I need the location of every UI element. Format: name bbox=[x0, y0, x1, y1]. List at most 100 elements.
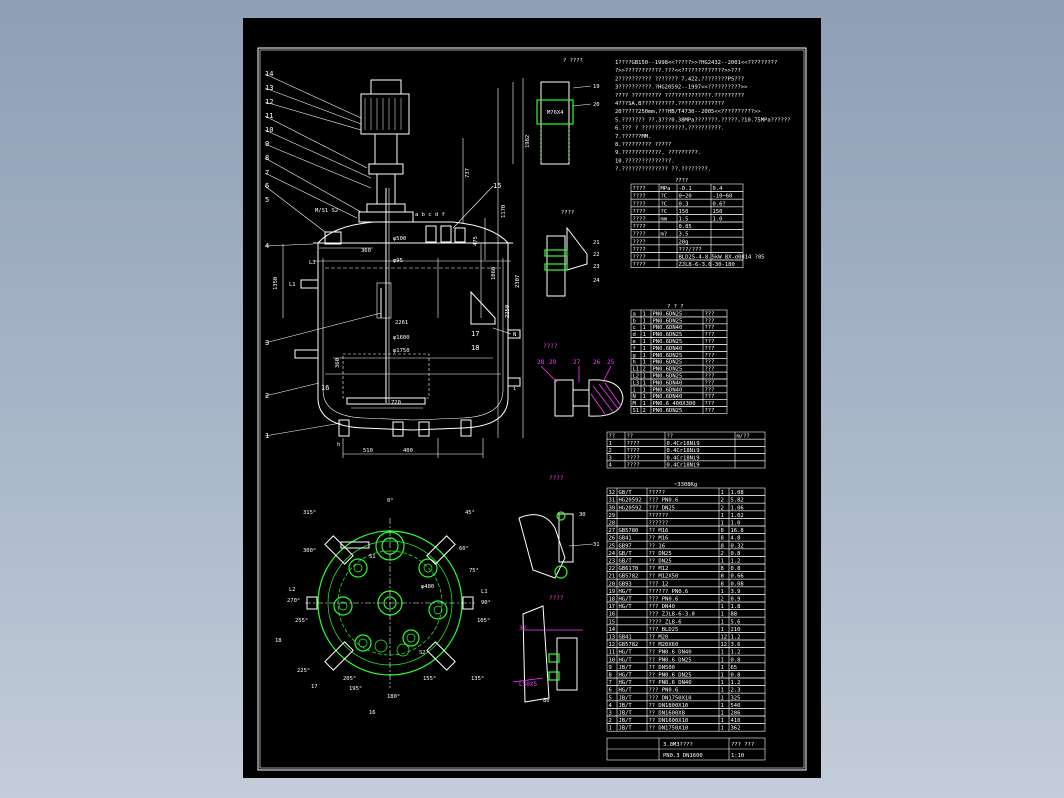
parts-table-cell: ??? DN1750X10 bbox=[649, 695, 692, 701]
tech-table-cell: ???? bbox=[633, 262, 646, 268]
parts-table-cell: 15 bbox=[609, 619, 616, 625]
nozzle-table-cell: ??? bbox=[705, 374, 715, 380]
nozzle-table-cell: 1 bbox=[643, 394, 646, 400]
angle-45: 45° bbox=[465, 510, 475, 516]
parts-table-cell: 30 bbox=[609, 505, 616, 511]
det5-title: ???? bbox=[549, 595, 564, 602]
tech-table-cell: ?C bbox=[661, 209, 668, 215]
parts-table-cell: 410 bbox=[731, 718, 741, 724]
parts-table-cell: 13 bbox=[609, 635, 616, 641]
note-line: 10.??????????????. bbox=[615, 158, 675, 164]
angle-205: 205° bbox=[343, 676, 356, 682]
parts-table-cell: 65 bbox=[731, 665, 738, 671]
tech-table-cell: ???? bbox=[633, 209, 646, 215]
parts-table-cell: 3.9 bbox=[731, 589, 741, 595]
nozzle-table-cell: PN0.6DN40 bbox=[653, 387, 683, 393]
nozzle-table-cell: ??? bbox=[705, 408, 715, 414]
title-block-scale: 1:10 bbox=[731, 753, 744, 759]
parts-table-cell: 29 bbox=[609, 513, 616, 519]
det4-label-30: 30 bbox=[579, 512, 586, 518]
tech-table-cell: ???? bbox=[633, 186, 646, 192]
parts-table-cell: ?? PN0.6 DN40 bbox=[649, 650, 692, 656]
note-line: 2?????????? ??????? 7,422,????????PS??? bbox=[615, 76, 744, 82]
nozzle-table-cell: PN0.6DN40 bbox=[653, 380, 683, 386]
cad-drawing: 14 13 12 11 10 9 8 7 6 5 4 3 2 1 15 16 1… bbox=[257, 47, 807, 771]
parts-table-cell: 19 bbox=[609, 589, 616, 595]
parts-table-cell: 1.0 bbox=[731, 521, 741, 527]
nozzle-table-cell: PN0.6DN40 bbox=[653, 394, 683, 400]
nozzle-table-cell: ??? bbox=[705, 401, 715, 407]
small-table-cell: 0.4Cr18Ni9 bbox=[667, 441, 700, 447]
label-L3: L3 bbox=[309, 260, 316, 266]
nozzle-table-cell: ??? bbox=[705, 346, 715, 352]
angle-300: 300° bbox=[303, 548, 316, 554]
callout-11: 11 bbox=[265, 112, 273, 120]
callout-15: 15 bbox=[493, 182, 501, 190]
parts-table-cell: 8 bbox=[609, 673, 612, 679]
nozzle-table-cell: ??? bbox=[705, 380, 715, 386]
parts-table-cell: 1.08 bbox=[731, 490, 744, 496]
parts-table-cell: 540 bbox=[731, 703, 741, 709]
nozzle-table-cell: PN0.6 400X300 bbox=[653, 401, 696, 407]
nozzle-table-cell: 1 bbox=[643, 401, 646, 407]
plan-label-17: 17 bbox=[311, 684, 318, 690]
detail-4: ???? 31 30 bbox=[518, 475, 600, 579]
angle-155: 155° bbox=[423, 676, 436, 682]
tech-table-cell: ???? bbox=[633, 217, 646, 223]
angle-180: 180° bbox=[387, 694, 400, 700]
note-line: 9.????????????, ?????????. bbox=[615, 150, 701, 156]
dim-400: 400 bbox=[403, 448, 413, 454]
det1-title: ? ???? bbox=[563, 58, 583, 64]
dim-360: 360 bbox=[361, 248, 371, 254]
dim-phi500: φ500 bbox=[393, 236, 406, 242]
parts-table-cell: 1 bbox=[721, 657, 724, 663]
parts-table-cell: 1 bbox=[721, 612, 724, 618]
parts-table-cell: HG/T bbox=[619, 688, 633, 694]
parts-table-cell: 8 bbox=[721, 536, 724, 542]
parts-table-cell: 1.2 bbox=[731, 559, 741, 565]
nozzle-table-cell: 2 bbox=[643, 367, 646, 373]
tech-table-cell: ?C bbox=[661, 194, 668, 200]
title-block: 3.0M3???? PN0.3 DN1600 ??? ??? 1:10 bbox=[606, 737, 766, 761]
parts-table-cell: 1 bbox=[609, 726, 612, 732]
nozzle-table-cell: PN0.6DN40 bbox=[653, 325, 683, 331]
nozzle-table-cell: 1 bbox=[643, 332, 646, 338]
parts-table-cell: ??? PN0.6 bbox=[649, 688, 679, 694]
parts-table-cell: 1.2 bbox=[731, 650, 741, 656]
parts-table-cell: 362 bbox=[731, 726, 741, 732]
dim-phi1750: φ1750 bbox=[393, 348, 410, 354]
nozzle-table-cell: b bbox=[633, 318, 636, 324]
parts-table-cell: 1 bbox=[721, 665, 724, 671]
parts-table-cell: ?? PN0.6 DN25 bbox=[649, 657, 692, 663]
callout-12: 12 bbox=[265, 98, 273, 106]
tech-table-row bbox=[630, 259, 744, 268]
tech-table-cell: 3.5 bbox=[679, 232, 689, 238]
nozzle-table-cell: 1 bbox=[643, 339, 646, 345]
title-block-sheet: ??? ??? bbox=[731, 742, 754, 748]
label-N: N bbox=[513, 332, 516, 338]
dim-2307: 2307 bbox=[515, 275, 521, 288]
nozzle-table-cell: 1 bbox=[643, 325, 646, 331]
parts-table-cell: 1 bbox=[721, 650, 724, 656]
parts-table-cell: 88 bbox=[731, 612, 738, 618]
nozzle-table-cell: PN0.6DN25 bbox=[653, 339, 683, 345]
tech-table-cell: ???? bbox=[633, 232, 646, 238]
nozzle-table-cell: PN0.6DN25 bbox=[653, 318, 683, 324]
parts-table-cell: ?? M12 bbox=[649, 566, 669, 572]
parts-table-cell: 18 bbox=[609, 597, 616, 603]
dim-720: 720 bbox=[391, 400, 401, 406]
tech-table-cell: -0.1 bbox=[679, 186, 692, 192]
angle-60: 60° bbox=[459, 546, 469, 552]
tech-table-cell: ?C bbox=[661, 201, 668, 207]
parts-table-cell: 0.8 bbox=[731, 673, 741, 679]
inner-frame bbox=[259, 49, 805, 769]
nozzle-table-cell: S1 bbox=[633, 408, 640, 414]
parts-table-cell: HG/T bbox=[619, 673, 633, 679]
small-table-cell: 0.4Cr18Ni9 bbox=[667, 455, 700, 461]
parts-table-cell: 22 bbox=[609, 566, 616, 572]
note-line: ?.?????????????? ??.????????. bbox=[615, 167, 711, 173]
reducer bbox=[374, 133, 398, 165]
det2-label-21: 21 bbox=[593, 240, 600, 246]
tech-table-title: ???? bbox=[675, 178, 688, 184]
tech-table-cell: ???? bbox=[633, 224, 646, 230]
